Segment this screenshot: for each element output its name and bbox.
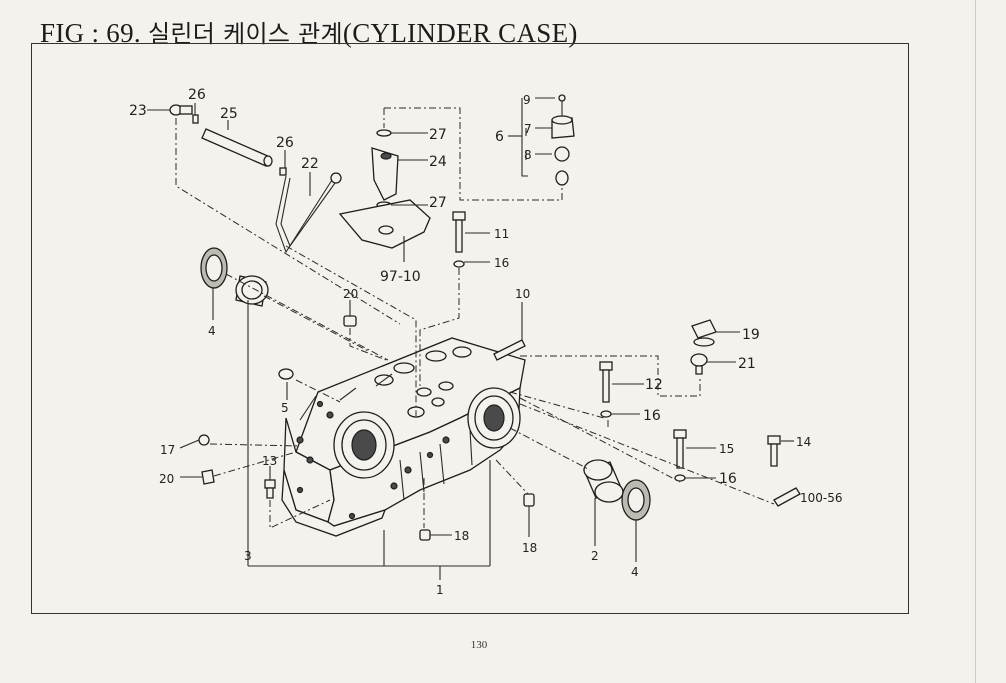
leader-lines: [147, 97, 794, 580]
callout-7: 7: [524, 122, 532, 136]
plug-5: [278, 368, 294, 380]
stud-10: [493, 339, 526, 361]
fitting-21: [690, 353, 708, 375]
plug-18-center: [419, 529, 431, 541]
callout-26-top: 26: [188, 87, 206, 103]
callout-13: 13: [262, 454, 277, 468]
callout-19: 19: [742, 327, 760, 343]
callout-5: 5: [281, 401, 289, 415]
bolt-11: [452, 211, 466, 268]
bushing-left: [235, 275, 269, 307]
callout-9: 9: [523, 93, 531, 107]
oring-17: [198, 434, 210, 446]
seal-ring-right: [621, 479, 651, 521]
bolt-14: [767, 435, 781, 467]
callout-23: 23: [129, 103, 147, 119]
callout-97-10: 97-10: [380, 269, 421, 285]
plug-18-right: [523, 493, 535, 507]
bolt-15: [673, 429, 687, 482]
callout-17: 17: [160, 443, 175, 457]
callout-12: 12: [645, 377, 663, 393]
callout-18-right: 18: [522, 541, 537, 555]
page-number: 130: [470, 639, 488, 651]
diagram-frame: [31, 43, 909, 614]
seal-ring-left: [200, 247, 228, 289]
callout-25: 25: [220, 106, 238, 122]
bolt-12: [599, 361, 613, 418]
cap-19: [691, 319, 717, 347]
callout-27-top: 27: [429, 127, 447, 143]
bushing-right: [583, 459, 624, 503]
callout-2: 2: [591, 549, 599, 563]
mount-assembly: [551, 94, 575, 186]
plug-20-left: [201, 469, 215, 485]
callout-8: 8: [524, 148, 532, 162]
callout-1: 1: [436, 583, 444, 597]
callout-16-mid: 16: [643, 408, 661, 424]
callout-6: 6: [495, 129, 504, 145]
callout-20-top: 20: [343, 287, 358, 301]
callout-24: 24: [429, 154, 447, 170]
callout-labels: 23 26 25 26 22 27 24 27 97-10 9 7 6 8 11…: [129, 87, 843, 597]
center-lines: [175, 107, 775, 529]
callout-16-bottom: 16: [719, 471, 737, 487]
page-edge: [975, 0, 976, 683]
callout-16-top: 16: [494, 256, 509, 270]
callout-15: 15: [719, 442, 734, 456]
callout-18-center: 18: [454, 529, 469, 543]
plug-20: [343, 315, 357, 327]
callout-27-bottom: 27: [429, 195, 447, 211]
callout-11: 11: [494, 227, 509, 241]
callout-20-left: 20: [159, 472, 174, 486]
bolt-13: [264, 479, 276, 499]
callout-14: 14: [796, 435, 811, 449]
callout-3: 3: [244, 549, 252, 563]
callout-26: 26: [276, 135, 294, 151]
callout-22: 22: [301, 156, 319, 172]
callout-4-left: 4: [208, 324, 216, 338]
callout-100-56: 100-56: [800, 491, 843, 505]
pin-100-56: [773, 487, 801, 507]
cylinder-case-body: [281, 337, 526, 537]
lever-assembly: [169, 104, 431, 254]
callout-21: 21: [738, 356, 756, 372]
callout-10: 10: [515, 287, 530, 301]
callout-4-right: 4: [631, 565, 639, 579]
